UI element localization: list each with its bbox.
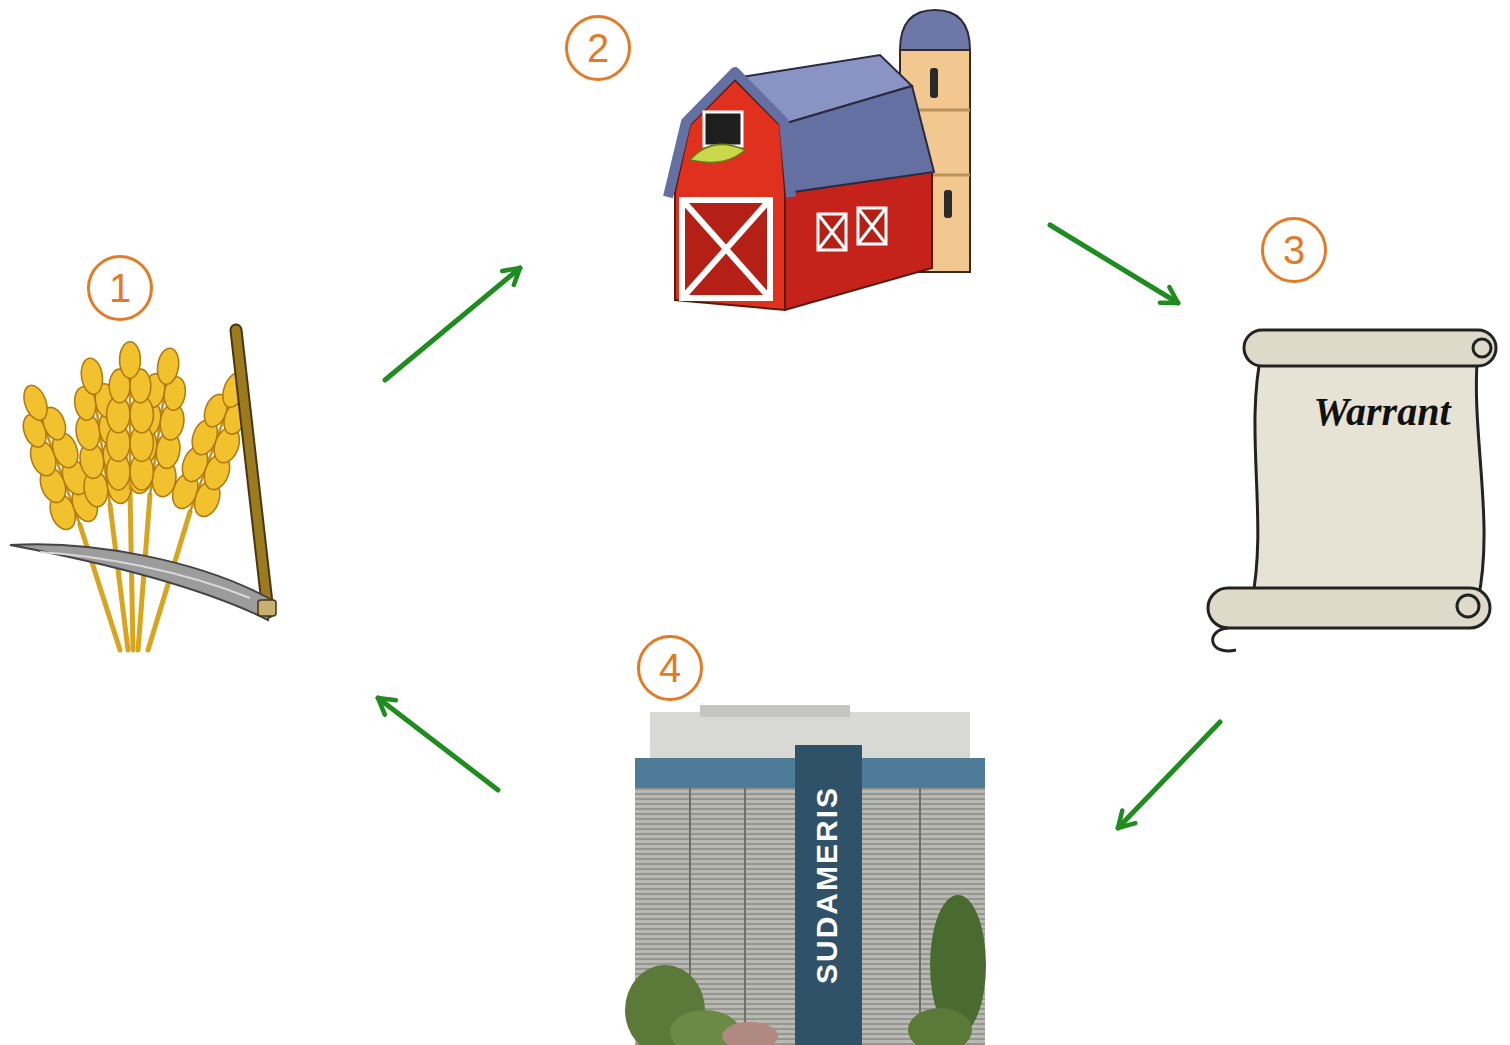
silo-window (930, 68, 938, 98)
scroll-bottom-roll (1208, 588, 1490, 628)
window-cross (818, 214, 846, 250)
flow-arrow (385, 268, 520, 380)
scythe-blade (10, 544, 272, 620)
document-title: Warrant (1313, 390, 1450, 434)
building-sign: SUDAMERIS (810, 786, 843, 984)
tree (908, 1008, 972, 1045)
window-cross (858, 208, 886, 244)
door-brace (685, 203, 767, 295)
window-cross (818, 214, 846, 250)
wheat-stalk (110, 505, 128, 650)
flow-arrow (1118, 722, 1220, 828)
scroll-sheet (1252, 350, 1484, 600)
shrub (722, 1022, 778, 1045)
facade-divider (744, 788, 746, 1045)
barn-roof-lower (780, 86, 934, 193)
wheat-scythe-picture (7, 330, 276, 650)
callout-number: 3 (1283, 230, 1305, 270)
hayloft-door (704, 112, 742, 146)
barn-roof-trim (668, 72, 791, 197)
barn-door (682, 200, 770, 298)
window-cross (858, 208, 886, 244)
bank-building-picture (625, 705, 986, 1045)
silo-dome (900, 10, 970, 50)
scroll-picture (1208, 330, 1496, 651)
flow-arrow (378, 698, 498, 790)
silo-window (944, 190, 952, 218)
hay (690, 144, 745, 162)
door-brace (685, 203, 767, 295)
connector-group (378, 225, 1220, 828)
flow-arrow (1050, 225, 1178, 303)
scythe-collar (258, 600, 276, 616)
stage-node: 1 (8, 250, 385, 698)
stage-node: 4SUDAMERIS (498, 630, 1118, 1045)
rooftop-rail (700, 705, 850, 717)
barn-picture (668, 10, 970, 310)
facade-louvres (862, 788, 985, 1045)
blade-highlight (40, 552, 250, 598)
callout-circle: 4 (637, 635, 703, 701)
callout-circle: 3 (1261, 217, 1327, 283)
scythe-handle (236, 330, 268, 612)
text-holder: Warrant (1313, 390, 1450, 434)
barn-window (818, 214, 846, 250)
text-holder: SUDAMERIS (810, 786, 843, 984)
callout-circle: 2 (565, 15, 631, 81)
glass-column (795, 745, 862, 1045)
scroll-curl (1457, 595, 1479, 617)
facade-divider (919, 788, 921, 1045)
scroll-curl (1473, 339, 1491, 357)
callout-number: 2 (587, 28, 609, 68)
scythe-handle-outline (236, 330, 268, 612)
scroll-top-roll (1244, 330, 1496, 366)
barn-window (858, 208, 886, 244)
stage-node: 2 (520, 0, 1050, 312)
stage-node: 3Warrant (1178, 215, 1508, 722)
callout-number: 4 (659, 648, 681, 688)
scroll-tail (1213, 628, 1236, 651)
wheat-ear (107, 342, 154, 490)
callout-circle: 1 (87, 255, 153, 321)
callout-number: 1 (109, 268, 131, 308)
